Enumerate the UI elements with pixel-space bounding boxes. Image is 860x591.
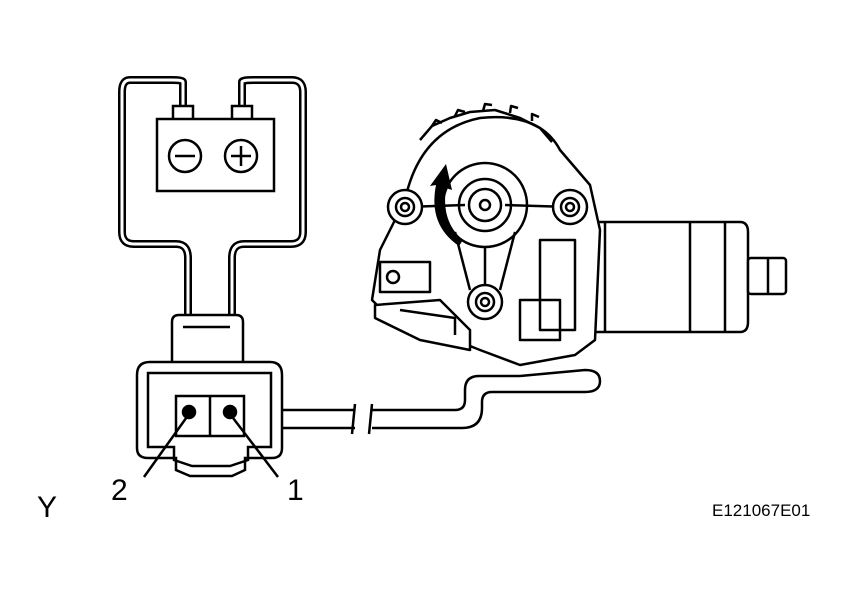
terminal-1-label: 1 xyxy=(287,474,304,507)
terminal-1-pin xyxy=(222,404,238,420)
wiper-motor-icon xyxy=(370,102,788,367)
view-letter-label: Y xyxy=(37,491,57,524)
figure-code-label: E121067E01 xyxy=(712,501,810,520)
motor-harness-wire xyxy=(280,368,602,435)
positive-terminal-icon xyxy=(223,138,259,174)
negative-terminal-icon xyxy=(167,138,203,174)
terminal-2-pin xyxy=(181,404,197,420)
rotation-arrow-icon xyxy=(430,164,463,246)
battery-icon xyxy=(155,104,276,193)
battery-leads xyxy=(118,76,307,414)
terminal-leader-lines xyxy=(142,413,279,478)
terminal-2-label: 2 xyxy=(111,474,128,507)
